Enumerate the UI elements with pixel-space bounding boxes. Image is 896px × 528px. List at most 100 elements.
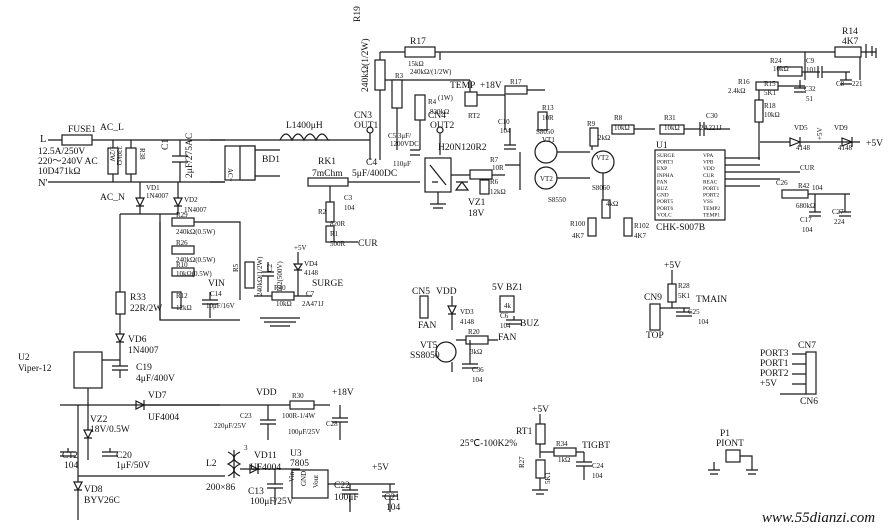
l2-transformer: L2 200×86 3 VD11 UF4004 C13 100μF/25V [206, 444, 300, 507]
r2-value: 820R [330, 220, 346, 228]
bd1-label: BD1 [262, 155, 280, 165]
u3-vout: Vout [312, 475, 320, 488]
c3-label: C3 [344, 194, 353, 202]
p1-label: P1 [720, 429, 730, 439]
vd4-label: VD4 [304, 260, 318, 268]
push-pull: R13 10R S8050 VT1 VT2 S8550 C10 104 [498, 104, 590, 204]
vd5-value: 4148 [796, 144, 811, 152]
c12-label: C12 [62, 451, 78, 461]
rectifier-divider: VD1 1N4007 VD2 1N4007 R29 240kΩ(0.5W) R2… [119, 182, 241, 321]
ac-l-label: AC_L [100, 123, 124, 133]
l-label: L [40, 134, 46, 145]
c26-label: C26 [776, 179, 788, 187]
c20-value: 1μF/50V [116, 461, 150, 471]
vd9-label: VD9 [834, 124, 848, 132]
vin-label: VIN [208, 279, 225, 289]
temp-section: TEMP +18V RT2 R17 [450, 78, 545, 120]
r4-watt: (1W) [438, 94, 453, 102]
c28-label: C28 [326, 420, 338, 428]
c9-label: C9 [806, 57, 815, 65]
s8050-label: S8050 [536, 128, 554, 136]
fuse-label: FUSE1 [68, 125, 96, 135]
r5-label: R5 [232, 263, 240, 272]
c14-value: 10μF/16V [206, 302, 235, 310]
s8060-label: S8060 [592, 184, 610, 192]
u1-left-pin: GND [657, 193, 669, 199]
u1-left-pin: INPHA [657, 173, 674, 179]
r30-value: 100R-1/4W [282, 412, 315, 420]
c14-label: C14 [210, 290, 222, 298]
second-stage: R8 10kΩ R9 2kΩ VT2 S8060 4kΩ R100 4K7 R1… [570, 114, 655, 240]
buz-label: BUZ [520, 319, 539, 329]
r4-label: R4 [428, 98, 437, 106]
c1-label: C1 [161, 139, 171, 150]
c4-value: 5μF/400DC [352, 169, 397, 179]
c6-value: 104 [500, 322, 511, 330]
vpa-vpb: R31 10kΩ C30 2A221J VD5 4148 VD9 4148 +5… [659, 112, 883, 152]
cur-label: CUR [358, 239, 378, 249]
c30-value: 2A221J [700, 124, 722, 132]
r31-value: 10kΩ [664, 124, 680, 132]
p5vf-label: +5V [760, 379, 777, 389]
r29-label: R29 [176, 211, 188, 219]
r27-label: R27 [518, 456, 526, 468]
vz1-label: VZ1 [468, 198, 486, 208]
r27-value: 5K1 [544, 471, 552, 484]
p5v-surge: +5V [294, 244, 307, 252]
c1-value: 2μF/275AC [185, 133, 195, 178]
rk1-label: RK1 [318, 157, 336, 167]
u1-right-pin: VPB [703, 160, 714, 166]
r34-value: 1kΩ [558, 456, 570, 464]
r4-value: 820kΩ [430, 108, 449, 116]
r29-value: 240kΩ(0.5W) [176, 228, 216, 236]
vt1-label: VT1 [542, 136, 555, 144]
p18v-label: +18V [480, 81, 502, 91]
r26-value: 240kΩ(0.5W) [176, 256, 216, 264]
current-sense: RK1 7mChm C4 5μF/400DC C3 104 R2 820R R1… [307, 157, 420, 249]
cn7-label: CN7 [798, 341, 816, 351]
c21-label: C21 [384, 493, 400, 503]
c36-label: C36 [472, 366, 484, 374]
l2-value: 200×86 [206, 483, 235, 493]
c21-value: 104 [386, 503, 401, 513]
r101-value: 4kΩ [606, 200, 618, 208]
u1-right-pin: REAC [703, 179, 718, 185]
cn4-label: CN4 [428, 111, 446, 121]
r19-value: 240kΩ(1/2W) [360, 39, 371, 93]
cur-filter: C26 104 R42 680kΩ C17 104 C27 224 [776, 179, 851, 234]
s8550-label: S8550 [548, 196, 566, 204]
vd3-label: VD3 [460, 308, 474, 316]
cur2-label: CUR [800, 164, 815, 172]
u1-left-pin: SURGE [657, 153, 675, 159]
u1-left-pin: BUZ [657, 186, 668, 192]
tigbt-label: TIGBT [582, 441, 610, 451]
c8-value: 221 [852, 80, 863, 88]
u3-part: 7805 [290, 459, 309, 469]
c22-value: 100μF [334, 493, 359, 503]
u1-label: U1 [656, 141, 668, 151]
r38-v1: 330kΩ [115, 146, 123, 165]
c6-label: C6 [500, 312, 509, 320]
u1-right-pin: CUR [703, 173, 714, 179]
r15-label: R15 [764, 80, 776, 88]
r1-label: R1 [330, 230, 339, 238]
r12-value: 12kΩ [176, 304, 192, 312]
r18-value: 10kΩ [764, 111, 780, 119]
r38-v2: 1/2W [108, 146, 116, 162]
c13-value: 100μF/25V [250, 497, 294, 507]
vd4-value: 4148 [304, 269, 319, 277]
c3-value: 104 [344, 204, 355, 212]
r12-label: R12 [176, 292, 188, 300]
c17-value: 104 [802, 226, 813, 234]
c7-value: 2A471J [302, 300, 324, 308]
u1-right-pin: VPA [703, 153, 713, 159]
c17-label: C17 [800, 216, 812, 224]
ac-input: L N' FUSE1 12.5A/250V 220～240V AC 10D471… [38, 121, 370, 203]
vz2-value: 18V/0.5W [90, 425, 130, 435]
l1-label: L1400μH [286, 121, 323, 131]
r7-label: R7 [490, 156, 499, 164]
c9-value: 101 [806, 66, 817, 74]
r100-value: 4K7 [572, 232, 585, 240]
vdd2-label: VDD [436, 287, 457, 297]
